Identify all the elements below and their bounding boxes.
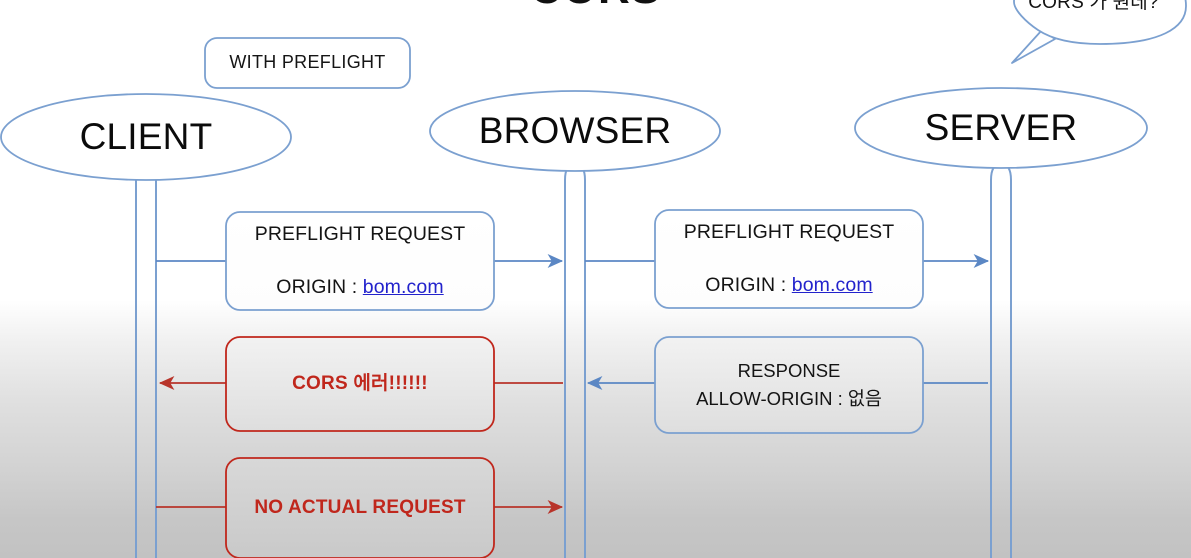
lifeline-browser (564, 162, 586, 558)
speech-bubble-shape (1011, 0, 1187, 64)
actor-ellipse-client (0, 93, 292, 181)
message-box-preflight-client-browser (225, 211, 495, 311)
message-box-cors-error (225, 336, 495, 432)
tag-box-with-preflight (204, 37, 411, 89)
page-title-cut-off: CORS (0, 0, 1191, 14)
message-box-no-actual-request (225, 457, 495, 558)
lifeline-client (135, 162, 157, 558)
lifeline-server (990, 162, 1012, 558)
actor-ellipse-server (854, 87, 1148, 169)
actor-ellipse-browser (429, 90, 721, 172)
message-box-preflight-browser-server (654, 209, 924, 309)
message-box-response (654, 336, 924, 434)
